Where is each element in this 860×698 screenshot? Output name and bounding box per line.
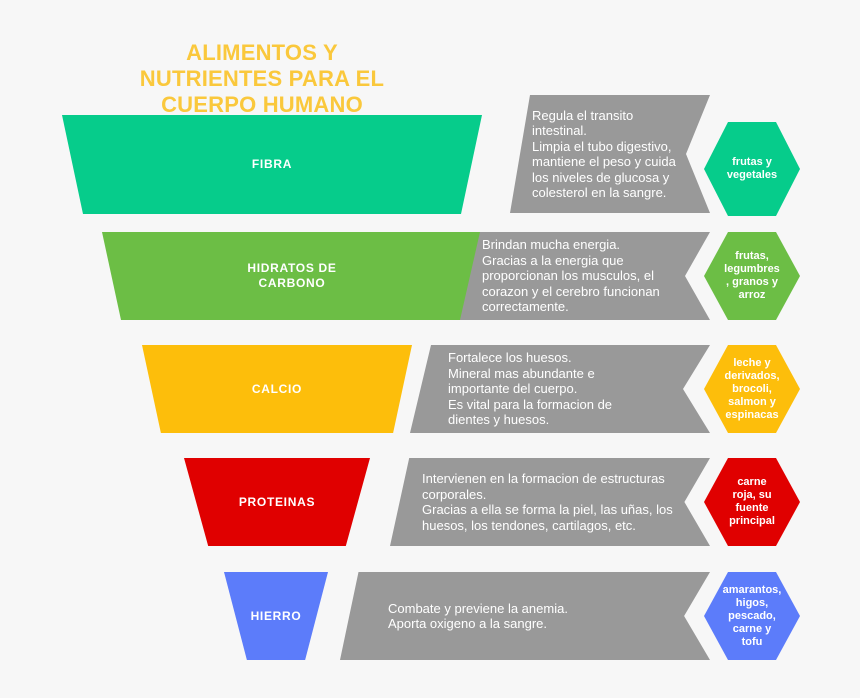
nutrient-row: CALCIO Fortalece los huesos. Mineral mas…: [0, 345, 860, 433]
nutrient-row: PROTEINAS Intervienen en la formacion de…: [0, 458, 860, 546]
description-text: Brindan mucha energia. Gracias a la ener…: [482, 237, 660, 315]
sources-text: frutas, legumbres , granos y arroz: [724, 250, 780, 301]
nutrient-label-shape: PROTEINAS: [184, 458, 370, 546]
nutrient-label-shape: CALCIO: [142, 345, 412, 433]
nutrient-label-shape: HIDRATOS DE CARBONO: [102, 232, 482, 320]
nutrient-name: HIDRATOS DE CARBONO: [247, 261, 337, 290]
page-title: ALIMENTOS Y NUTRIENTES PARA EL CUERPO HU…: [139, 40, 385, 117]
nutrient-name: HIERRO: [250, 608, 302, 623]
description-band: Brindan mucha energia. Gracias a la ener…: [460, 232, 710, 320]
nutrient-label-shape: FIBRA: [62, 115, 482, 214]
sources-text: frutas y vegetales: [726, 156, 778, 181]
description-band: Regula el transito intestinal. Limpia el…: [510, 95, 710, 213]
nutrient-name: FIBRA: [251, 157, 293, 171]
nutrient-label-shape: HIERRO: [224, 572, 328, 660]
description-text: Fortalece los huesos. Mineral mas abunda…: [448, 350, 613, 428]
nutrient-row: HIDRATOS DE CARBONO Brindan mucha energi…: [0, 232, 860, 320]
sources-hexagon: leche y derivados, brocoli, salmon y esp…: [704, 345, 800, 433]
nutrient-name: CALCIO: [251, 381, 303, 396]
sources-text: carne roja, su fuente principal: [729, 476, 775, 527]
nutrient-row: HIERRO Combate y previene la anemia. Apo…: [0, 572, 860, 660]
description-text: Intervienen en la formacion de estructur…: [422, 471, 673, 533]
nutrient-row: FIBRA Regula el transito intestinal. Lim…: [0, 95, 860, 216]
description-band: Fortalece los huesos. Mineral mas abunda…: [410, 345, 710, 433]
description-band: Combate y previene la anemia. Aporta oxi…: [340, 572, 710, 660]
sources-hexagon: carne roja, su fuente principal: [704, 458, 800, 546]
sources-hexagon: frutas y vegetales: [704, 122, 800, 216]
description-band: Intervienen en la formacion de estructur…: [390, 458, 710, 546]
sources-hexagon: amarantos, higos, pescado, carne y tofu: [704, 572, 800, 660]
sources-hexagon: frutas, legumbres , granos y arroz: [704, 232, 800, 320]
nutrient-name: PROTEINAS: [238, 494, 316, 509]
description-text: Combate y previene la anemia. Aporta oxi…: [388, 600, 568, 632]
sources-text: amarantos, higos, pescado, carne y tofu: [722, 583, 782, 648]
sources-text: leche y derivados, brocoli, salmon y esp…: [724, 356, 780, 421]
description-text: Regula el transito intestinal. Limpia el…: [532, 107, 676, 201]
